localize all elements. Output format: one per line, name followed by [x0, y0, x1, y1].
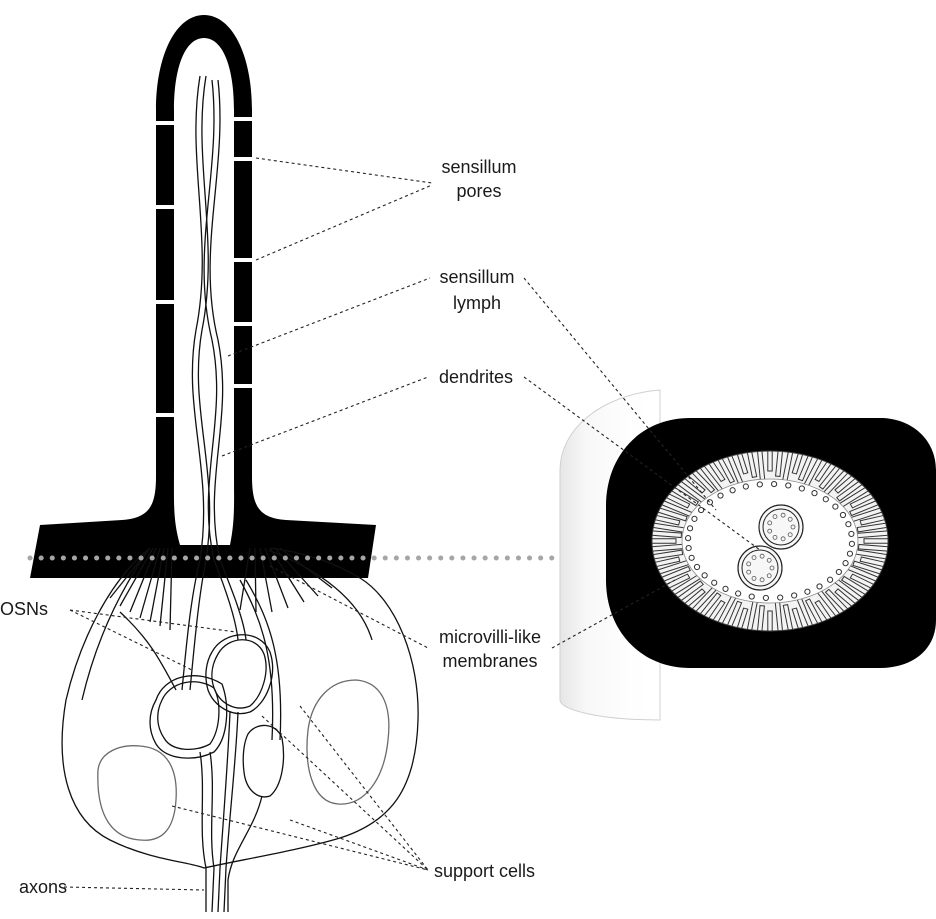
- vesicle: [799, 486, 804, 491]
- vesicle: [763, 595, 768, 600]
- vesicle: [712, 580, 717, 585]
- vesicle: [846, 522, 851, 527]
- vesicle: [836, 569, 841, 574]
- vesicle: [849, 541, 854, 546]
- sensillum-hair: [30, 15, 376, 578]
- vesicle: [786, 483, 791, 488]
- osn-somas: [150, 635, 284, 797]
- label-microvilli-line2: membranes: [442, 651, 537, 671]
- vesicle: [847, 551, 852, 556]
- vesicle: [689, 555, 694, 560]
- label-sensillum-pores-line1: sensillum: [441, 157, 516, 177]
- cross-section: [560, 390, 936, 720]
- label-sensillum-lymph-line1: sensillum: [439, 267, 514, 287]
- vesicle: [778, 595, 783, 600]
- vesicle: [805, 589, 810, 594]
- dendrites-in-lumen: [192, 76, 222, 560]
- vesicle: [692, 516, 697, 521]
- vesicle: [817, 584, 822, 589]
- vesicle: [736, 591, 741, 596]
- vesicle: [771, 481, 776, 486]
- vesicle: [702, 573, 707, 578]
- vesicle: [743, 484, 748, 489]
- label-microvilli-line1: microvilli-like: [439, 627, 541, 647]
- vesicle: [723, 586, 728, 591]
- vesicle: [843, 561, 848, 566]
- vesicle: [823, 497, 828, 502]
- vesicle: [792, 593, 797, 598]
- sensillum-base-cells: [62, 548, 418, 912]
- vesicle: [687, 526, 692, 531]
- vesicle: [699, 507, 704, 512]
- vesicle: [833, 504, 838, 509]
- vesicle: [757, 482, 762, 487]
- label-sensillum-pores-line2: pores: [456, 181, 501, 201]
- label-osns: OSNs: [0, 599, 48, 619]
- vesicle: [686, 536, 691, 541]
- axon-bundle: [200, 712, 262, 912]
- vesicle: [849, 531, 854, 536]
- vesicle: [686, 545, 691, 550]
- vesicle: [828, 577, 833, 582]
- vesicle: [749, 594, 754, 599]
- vesicle: [730, 488, 735, 493]
- vesicle: [718, 493, 723, 498]
- label-sensillum-lymph-line2: lymph: [453, 293, 501, 313]
- label-support-cells: support cells: [434, 861, 535, 881]
- label-dendrites: dendrites: [439, 367, 513, 387]
- vesicle: [840, 512, 845, 517]
- vesicle: [812, 491, 817, 496]
- vesicle: [694, 564, 699, 569]
- label-axons: axons: [19, 877, 67, 897]
